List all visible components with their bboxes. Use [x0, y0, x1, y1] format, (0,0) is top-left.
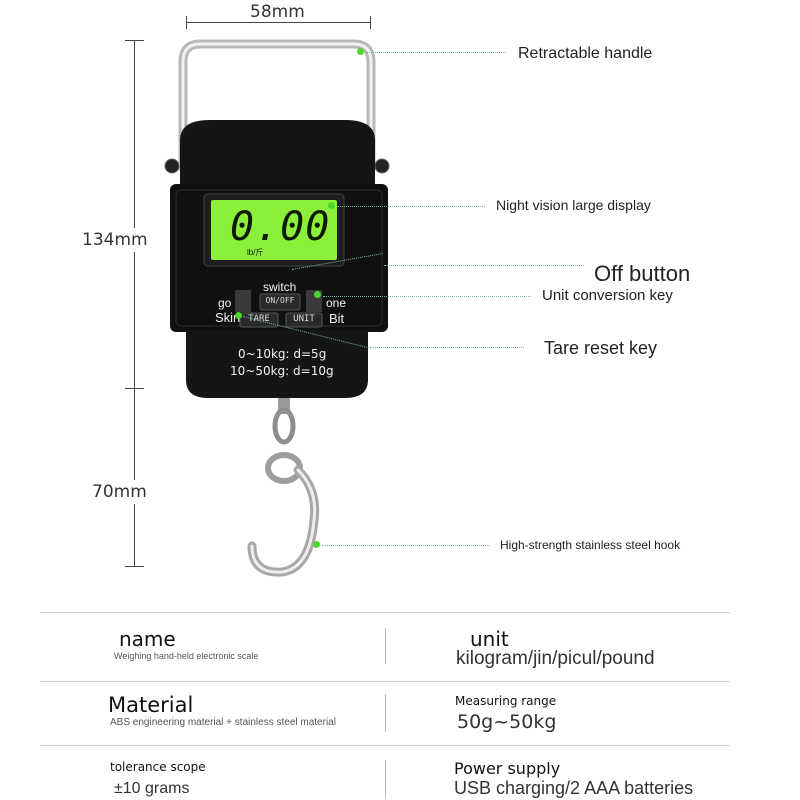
lcd-reading: 0.00	[230, 204, 331, 250]
range-print-line-1: 0~10kg: d=5g	[238, 347, 327, 361]
power-value: USB charging/2 AAA batteries	[454, 778, 694, 798]
display-callout-label: Night vision large display	[496, 197, 651, 213]
tare-key[interactable]: TARE	[248, 314, 270, 324]
switch-label: switch	[263, 280, 297, 294]
range-value: 50g~50kg	[457, 711, 557, 733]
hook-swivel-ring	[272, 407, 296, 445]
one-label: one	[326, 296, 347, 310]
tare-key-callout-label: Tare reset key	[544, 338, 658, 358]
body-height-label: 134mm	[82, 228, 148, 252]
hook-leader-line	[322, 545, 490, 546]
range-print-line-2: 10~50kg: d=10g	[230, 364, 334, 378]
specs-separator-1	[40, 681, 730, 682]
unit-key-pad	[285, 312, 323, 328]
bit-label: Bit	[329, 311, 345, 326]
display-indicator-dot	[328, 202, 335, 209]
specs-column-divider-3	[385, 760, 386, 798]
width-dimension-tick-right	[370, 16, 371, 29]
lcd-unit: lb/斤	[247, 248, 264, 257]
material-value: ABS engineering material + stainless ste…	[110, 717, 336, 728]
unit-key[interactable]: UNIT	[293, 314, 315, 324]
off-button-callout-label: Off button	[594, 261, 691, 286]
name-value: Weighing hand-held electronic scale	[114, 651, 259, 661]
height-dimension-tick-mid	[125, 388, 144, 389]
go-label: go	[218, 296, 232, 310]
height-dimension-line	[134, 40, 135, 567]
onoff-key-pad	[259, 293, 301, 311]
hook-indicator-dot	[313, 541, 320, 548]
handle-leader-line	[366, 52, 506, 53]
power-title: Power supply	[454, 759, 561, 778]
hook-callout-label: High-strength stainless steel hook	[500, 538, 681, 552]
material-title: Material	[108, 693, 194, 717]
handle-indicator-dot	[357, 48, 364, 55]
unit-key-callout-label: Unit conversion key	[542, 287, 673, 304]
tolerance-value: ±10 grams	[114, 780, 190, 797]
unit-key-indicator-dot	[314, 291, 321, 298]
specs-separator-top	[40, 612, 730, 613]
tare-key-pad	[239, 312, 279, 328]
onoff-key[interactable]: ON/OFF	[265, 296, 295, 305]
tolerance-title: tolerance scope	[110, 760, 206, 774]
width-dimension-tick-left	[186, 16, 187, 29]
unit-key-leader-line	[323, 296, 531, 297]
specs-column-divider-1	[385, 628, 386, 664]
handle-pin-left	[164, 158, 180, 174]
scale-top-cap	[180, 120, 375, 190]
range-title: Measuring range	[455, 694, 557, 708]
handle-callout-label: Retractable handle	[518, 45, 653, 62]
hook-height-label: 70mm	[92, 480, 147, 504]
height-dimension-tick-top	[125, 40, 144, 41]
handle-pin-right	[374, 158, 390, 174]
unit-value: kilogram/jin/picul/pound	[456, 648, 655, 669]
scale-drawing	[164, 39, 390, 577]
scale-bottom-base	[186, 330, 368, 398]
display-leader-line	[337, 206, 485, 207]
off-button-leader-line	[384, 265, 584, 266]
unit-title: unit	[470, 627, 509, 651]
specs-column-divider-2	[385, 694, 386, 732]
tare-key-indicator-dot	[235, 312, 242, 319]
name-title: name	[119, 627, 176, 651]
lcd-screen	[211, 200, 337, 260]
skin-label: Skin	[215, 310, 241, 325]
specs-separator-2	[40, 745, 730, 746]
width-dimension-line	[186, 22, 370, 23]
width-dimension-label: 58mm	[250, 2, 305, 22]
tare-key-leader-line	[370, 347, 524, 348]
height-dimension-tick-bottom	[125, 566, 144, 567]
